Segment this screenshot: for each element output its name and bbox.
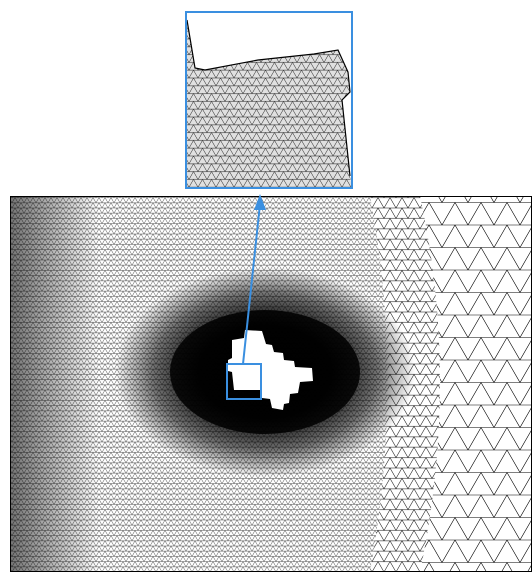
left-dense-band: [10, 196, 100, 572]
zoom-arrow-line: [242, 203, 261, 365]
obstacle-shape: [228, 330, 313, 410]
inset-frame: [185, 11, 353, 189]
inset-boundary-outline: [186, 19, 351, 177]
main-mesh-panel: [10, 196, 532, 572]
zoom-arrow-head: [254, 194, 266, 210]
inset-mesh-region: [186, 20, 352, 188]
zoom-indicator: [226, 194, 266, 400]
inset-mesh-panel: [185, 11, 353, 189]
